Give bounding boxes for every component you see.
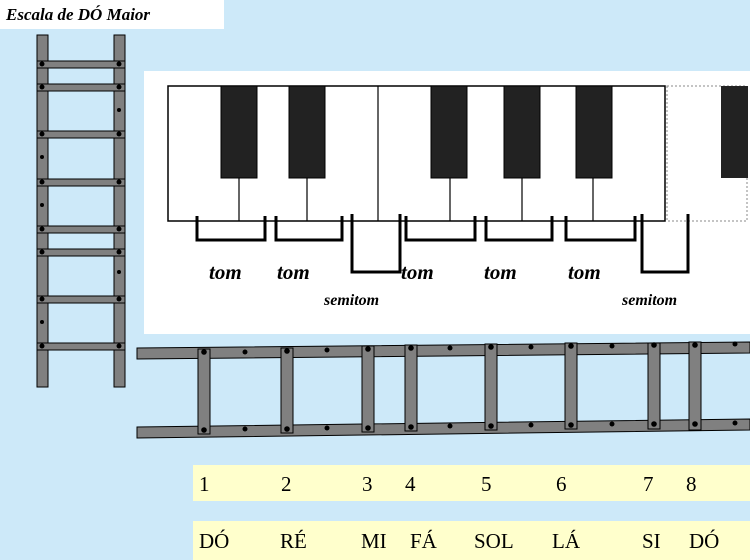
degree-2: 2 xyxy=(281,472,292,496)
interval-label-6: tom xyxy=(568,260,601,284)
interval-label-3: semitom xyxy=(324,292,380,309)
interval-label-1: tom xyxy=(209,260,242,284)
interval-label-7: semitom xyxy=(622,292,678,309)
page-title: Escala de DÓ Maior xyxy=(0,0,224,29)
degree-6: 6 xyxy=(556,472,567,496)
degree-band xyxy=(193,465,750,501)
note-5: SOL xyxy=(474,529,514,553)
note-1: DÓ xyxy=(199,529,230,553)
degree-4: 4 xyxy=(405,472,416,496)
degree-7: 7 xyxy=(643,472,654,496)
degree-1: 1 xyxy=(199,472,210,496)
degree-5: 5 xyxy=(481,472,492,496)
interval-label-4: tom xyxy=(401,260,434,284)
degree-3: 3 xyxy=(362,472,373,496)
interval-label-5: tom xyxy=(484,260,517,284)
note-8: DÓ xyxy=(689,529,720,553)
note-band xyxy=(193,521,750,560)
note-4: FÁ xyxy=(410,529,437,553)
note-6: LÁ xyxy=(552,529,580,553)
interval-label-2: tom xyxy=(277,260,310,284)
note-3: MI xyxy=(361,529,387,553)
note-2: RÉ xyxy=(280,529,307,553)
degree-8: 8 xyxy=(686,472,697,496)
note-7: SI xyxy=(642,529,661,553)
